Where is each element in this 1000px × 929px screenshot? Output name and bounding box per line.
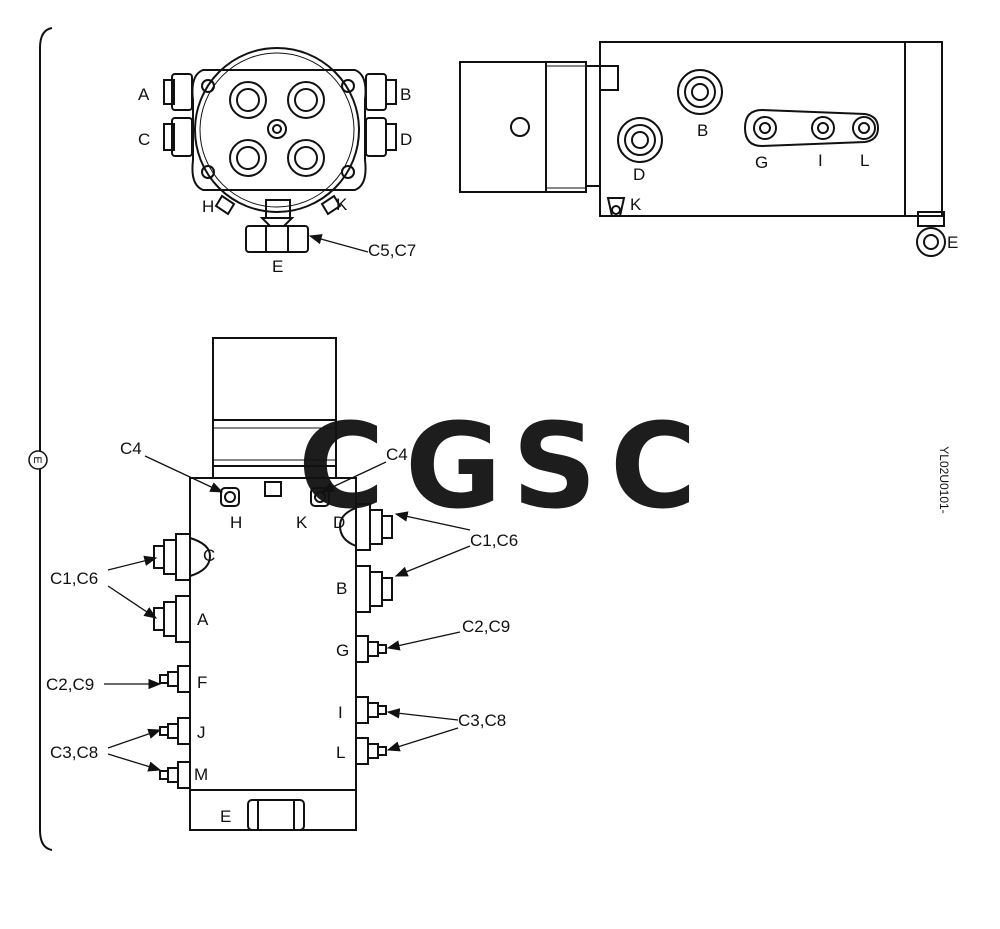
plan-port-label-i: I [338, 703, 343, 722]
plan-port-label-j: J [197, 723, 206, 742]
front-view-labels: A B C D H K E C5,C7 [138, 85, 416, 276]
port-label-c: C [138, 130, 150, 149]
watermark: C G S C [298, 397, 697, 535]
plan-port-label-k: K [296, 513, 308, 532]
callout-c2-c9-right: C2,C9 [462, 617, 510, 636]
watermark-letter-2: G [405, 397, 502, 535]
plan-port-label-e: E [220, 807, 231, 826]
plan-port-label-a: A [197, 610, 209, 629]
section-marker: E [31, 456, 43, 463]
plan-view-leaders [104, 455, 471, 772]
side-port-label-i: I [818, 151, 823, 170]
figure-id: YL02U0101- [937, 446, 951, 513]
port-label-a: A [138, 85, 150, 104]
side-port-label-d: D [633, 165, 645, 184]
watermark-letter-3: S [512, 397, 597, 535]
plan-port-label-h: H [230, 513, 242, 532]
plan-port-label-c: C [203, 546, 215, 565]
side-view-labels: B D G I L K E [630, 121, 958, 252]
plan-view-labels: C4 C4 H K C A F J M D B G I L E C1,C6 C2… [46, 439, 518, 826]
front-view [163, 47, 397, 253]
callout-c3-c8-left: C3,C8 [50, 743, 98, 762]
side-port-label-k: K [630, 195, 642, 214]
callout-c2-c9-left: C2,C9 [46, 675, 94, 694]
plan-port-label-d: D [333, 513, 345, 532]
port-label-b: B [400, 85, 411, 104]
side-view [459, 41, 946, 257]
side-port-label-g: G [755, 153, 768, 172]
callout-leader [308, 234, 369, 253]
side-port-label-e: E [947, 233, 958, 252]
plan-view [153, 337, 393, 831]
port-label-d: D [400, 130, 412, 149]
plan-port-label-b: B [336, 579, 347, 598]
callout-c4-right: C4 [386, 445, 408, 464]
port-label-h: H [202, 197, 214, 216]
port-label-e: E [272, 257, 283, 276]
plan-port-label-g: G [336, 641, 349, 660]
port-label-k: K [336, 195, 348, 214]
callout-c5-c7: C5,C7 [368, 241, 416, 260]
side-port-label-l: L [860, 151, 869, 170]
plan-port-label-m: M [194, 765, 208, 784]
callout-c1-c6-right: C1,C6 [470, 531, 518, 550]
plan-port-label-l: L [336, 743, 345, 762]
callout-c3-c8-right: C3,C8 [458, 711, 506, 730]
callout-c4-left: C4 [120, 439, 142, 458]
side-port-label-b: B [697, 121, 708, 140]
section-bracket [28, 27, 53, 851]
plan-port-label-f: F [197, 673, 207, 692]
watermark-letter-4: C [610, 397, 697, 535]
callout-c1-c6-left: C1,C6 [50, 569, 98, 588]
